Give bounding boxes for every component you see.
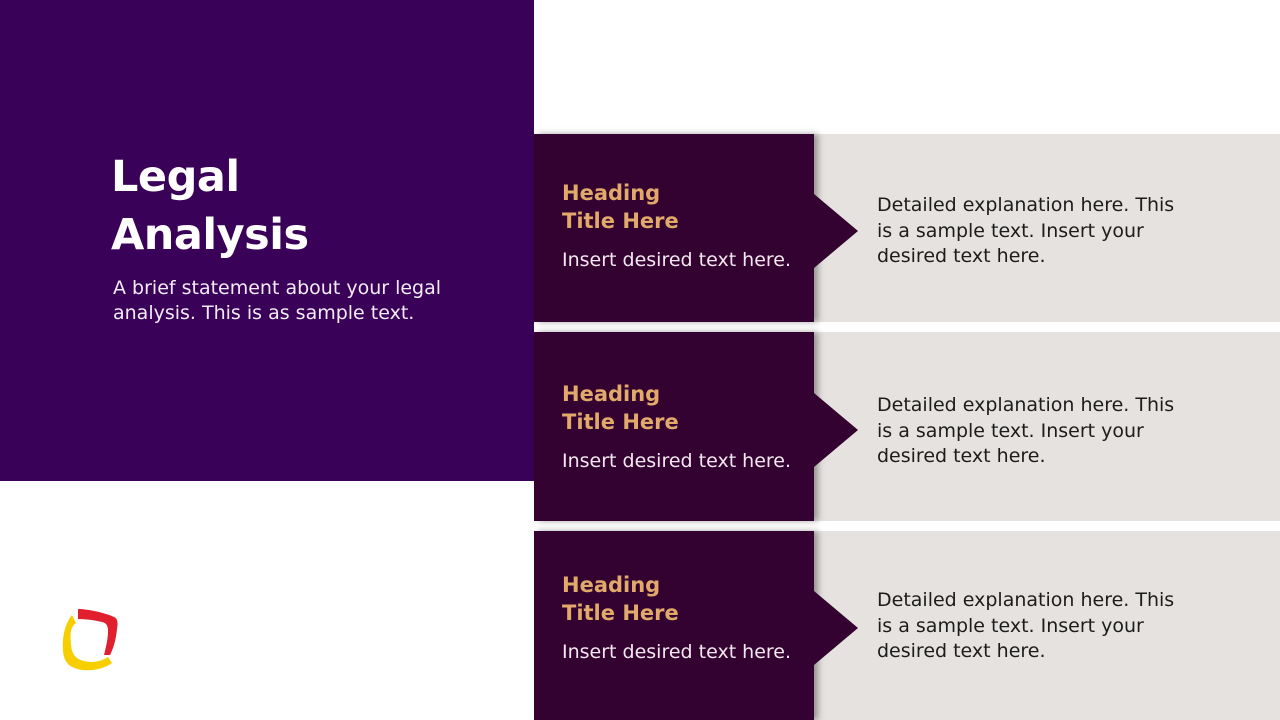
row-detail: Detailed explanation here. This is a sam…	[877, 194, 1175, 267]
arrow-pointer-icon	[814, 591, 858, 665]
row-text: Insert desired text here.	[562, 450, 792, 472]
heading-card	[534, 531, 814, 720]
slide-title: Legal Analysis	[111, 148, 309, 264]
row-heading-line1: Heading	[562, 573, 661, 597]
row-text: Insert desired text here.	[562, 249, 792, 271]
row-heading-line1: Heading	[562, 181, 661, 205]
row-heading: Heading Title Here	[562, 380, 679, 436]
analysis-row-1: Heading Title Here Insert desired text h…	[534, 134, 1280, 322]
title-panel	[0, 0, 534, 481]
row-heading-line2: Title Here	[562, 209, 679, 233]
analysis-row-2: Heading Title Here Insert desired text h…	[534, 332, 1280, 521]
arrow-pointer-icon	[814, 393, 858, 467]
slide-title-line1: Legal	[111, 152, 240, 202]
row-heading-line1: Heading	[562, 382, 661, 406]
row-text: Insert desired text here.	[562, 641, 792, 663]
row-heading-line2: Title Here	[562, 410, 679, 434]
rounded-square-logo-icon	[62, 609, 118, 671]
heading-card	[534, 134, 814, 322]
slide-title-line2: Analysis	[111, 210, 309, 260]
row-heading: Heading Title Here	[562, 179, 679, 235]
row-heading: Heading Title Here	[562, 571, 679, 627]
analysis-row-3: Heading Title Here Insert desired text h…	[534, 531, 1280, 720]
slide-subtitle: A brief statement about your legal analy…	[113, 277, 442, 324]
arrow-pointer-icon	[814, 194, 858, 268]
row-heading-line2: Title Here	[562, 601, 679, 625]
row-detail: Detailed explanation here. This is a sam…	[877, 589, 1175, 662]
row-detail: Detailed explanation here. This is a sam…	[877, 394, 1175, 467]
heading-card	[534, 332, 814, 521]
